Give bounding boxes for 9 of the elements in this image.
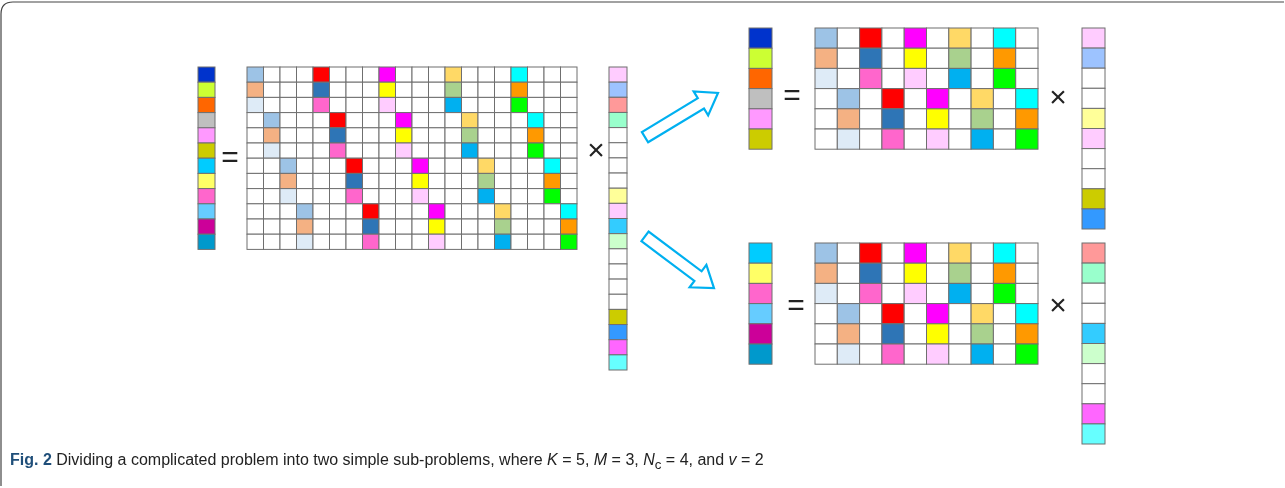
figure-caption: Fig. 2 Dividing a complicated problem into two simple sub-problems, where K = 5, M = 3, N$_{c}$ = 4, and v = 2 — [10, 451, 764, 473]
math-symbol: = — [783, 80, 801, 110]
math-symbol: × — [1049, 82, 1067, 112]
hollow-arrow — [640, 90, 720, 144]
math-symbol: × — [1049, 290, 1067, 320]
math-symbol: = — [221, 142, 239, 172]
math-symbol: × — [587, 135, 605, 165]
math-symbol: = — [787, 290, 805, 320]
hollow-arrow — [639, 230, 716, 290]
